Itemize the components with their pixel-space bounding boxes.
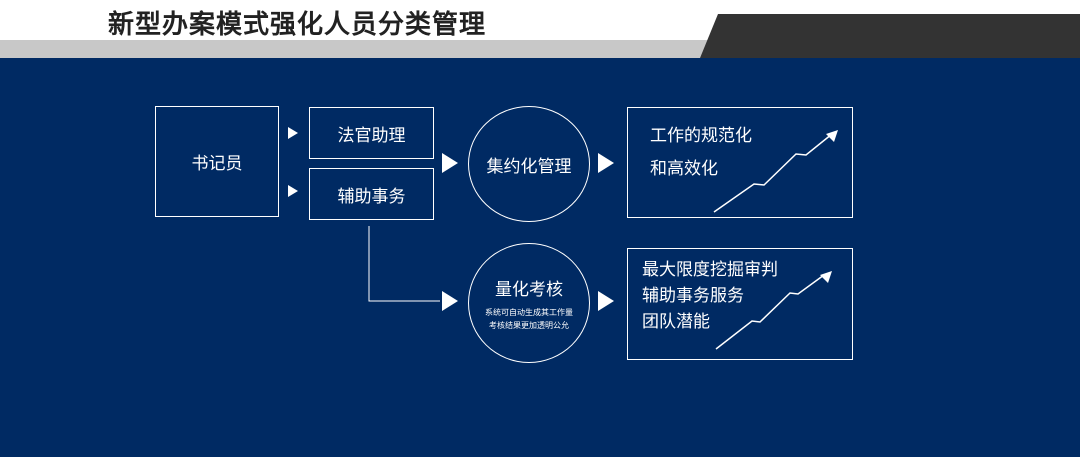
auxiliary-affairs-box: 辅助事务 (309, 168, 434, 220)
trend-up-arrow-icon (713, 130, 838, 213)
result2-text: 最大限度挖掘审判 辅助事务服务 团队潜能 (642, 257, 778, 335)
trend-up-arrow-icon (715, 271, 832, 350)
clerk-label: 书记员 (191, 154, 243, 174)
result2-box: 最大限度挖掘审判 辅助事务服务 团队潜能 (627, 248, 853, 360)
page-title: 新型办案模式强化人员分类管理 (108, 10, 487, 40)
judge-assistant-box: 法官助理 (309, 107, 434, 159)
quantified-circle: 量化考核 系统可自动生成其工作量 考核结果更加透明公允 (468, 243, 590, 363)
header-dark-tab (700, 14, 1080, 58)
arrow-right-icon (442, 153, 458, 173)
result2-line3: 团队潜能 (642, 312, 710, 332)
header: 新型办案模式强化人员分类管理 (0, 0, 1080, 58)
centralized-mgmt-circle: 集约化管理 (468, 106, 590, 222)
diagram-panel: 书记员 法官助理 辅助事务 集约化管理 工作的规范化 和高效化 量化考核 系统可… (0, 58, 1080, 457)
quantified-title: 量化考核 (495, 279, 563, 300)
quantified-desc-line2: 考核结果更加透明公允 (489, 320, 569, 330)
judge-assistant-label: 法官助理 (337, 125, 406, 146)
result2-line2: 辅助事务服务 (642, 286, 744, 306)
arrow-right-icon (598, 291, 614, 311)
arrow-right-icon (288, 185, 298, 197)
result1-text: 工作的规范化 和高效化 (650, 120, 752, 186)
result1-line1: 工作的规范化 (650, 126, 752, 146)
result2-line1: 最大限度挖掘审判 (642, 260, 778, 280)
result1-box: 工作的规范化 和高效化 (627, 107, 853, 218)
auxiliary-affairs-label: 辅助事务 (337, 186, 406, 207)
header-grey-band (0, 40, 710, 58)
arrow-right-icon (288, 127, 298, 139)
clerk-box: 书记员 (155, 106, 279, 217)
connector-line (368, 226, 440, 302)
result1-line2: 和高效化 (650, 159, 718, 179)
arrow-right-icon (598, 153, 614, 173)
arrow-right-icon (442, 291, 458, 311)
quantified-desc-line1: 系统可自动生成其工作量 (485, 307, 573, 317)
centralized-mgmt-label: 集约化管理 (486, 156, 572, 177)
